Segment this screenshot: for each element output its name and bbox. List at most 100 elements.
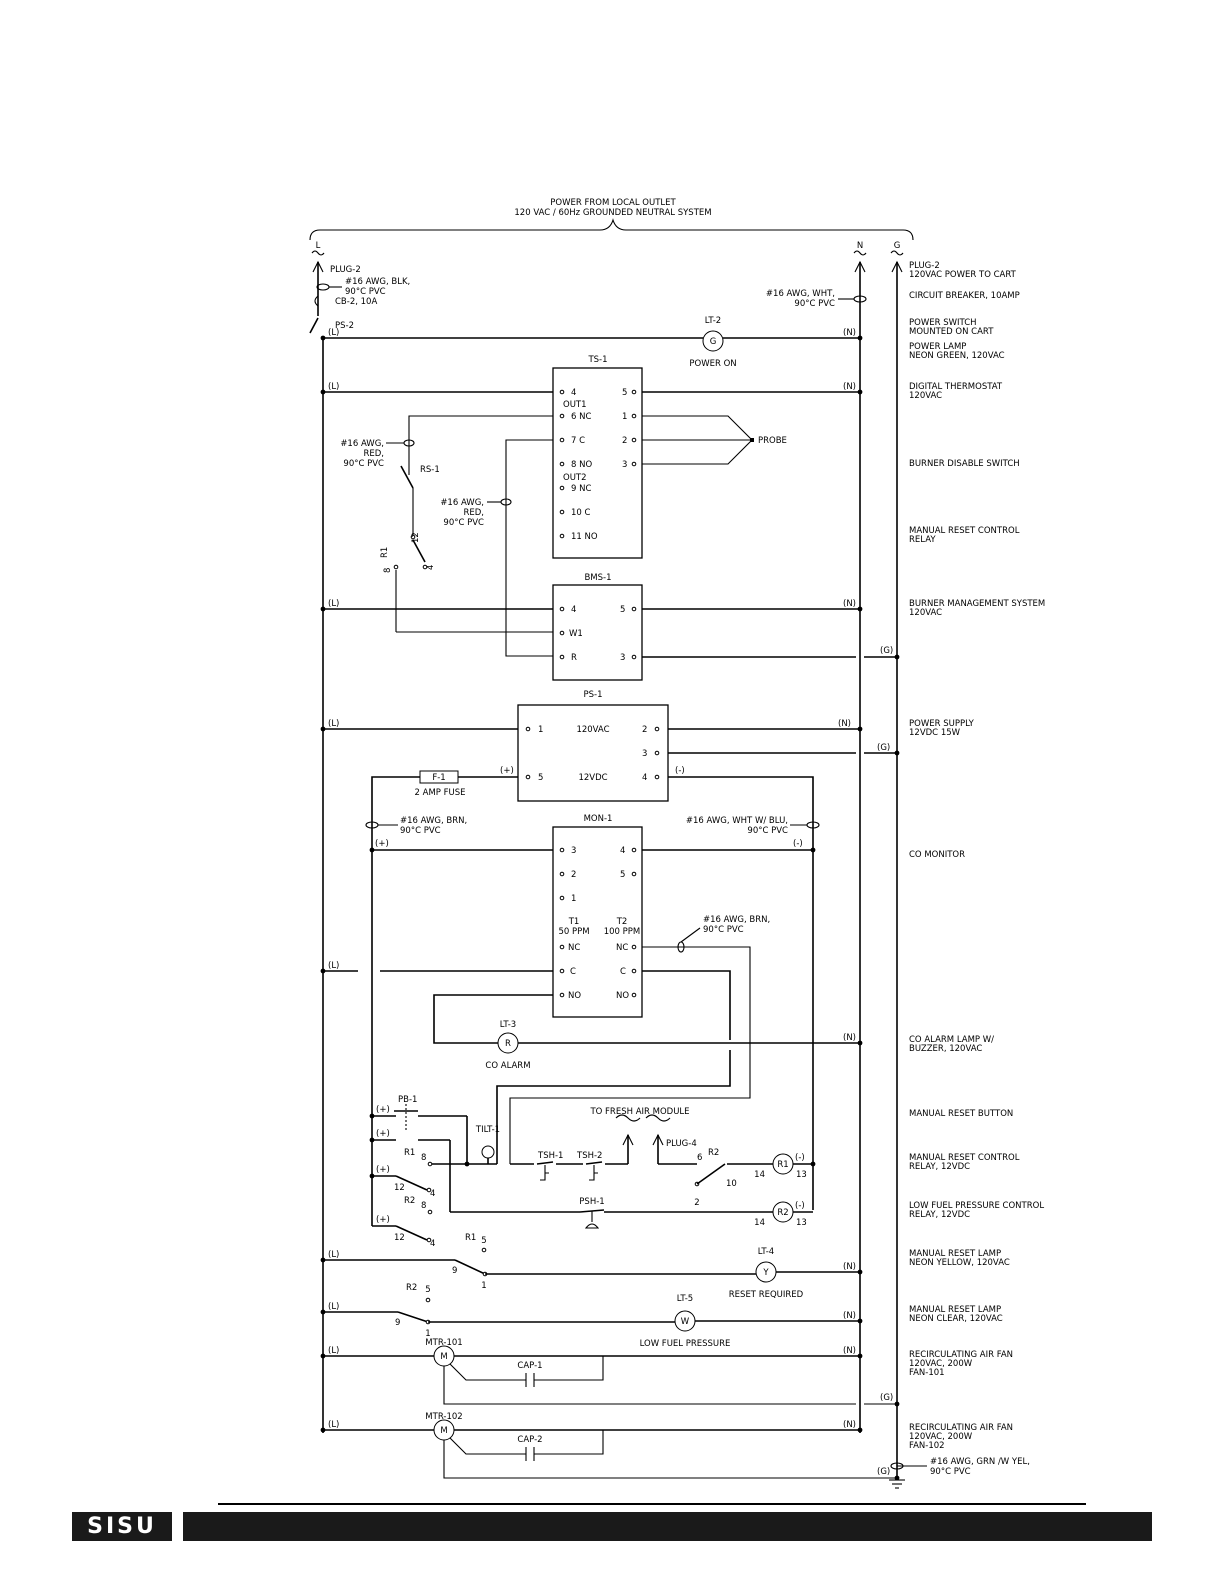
wire-blk-1: #16 AWG, BLK, bbox=[345, 277, 410, 287]
mon-pin-no2: NO bbox=[616, 991, 629, 1001]
ts1-label: TS-1 bbox=[587, 355, 607, 365]
desc-16-0: RECIRCULATING AIR FAN bbox=[909, 1350, 1013, 1360]
marker-plus-2: (+) bbox=[376, 1129, 390, 1139]
marker-l-7: (L) bbox=[328, 1302, 339, 1312]
r2-contact-4: 4 bbox=[430, 1239, 435, 1249]
r2-contact-8: 8 bbox=[421, 1201, 426, 1211]
ts1-pin-1: 1 bbox=[622, 412, 627, 422]
marker-plus-ps: (+) bbox=[500, 766, 514, 776]
r1-lamp-contact-5: 5 bbox=[481, 1236, 486, 1246]
ps1-pin-1: 1 bbox=[538, 725, 543, 735]
wire-red1-2: RED, bbox=[363, 449, 384, 459]
logo-box bbox=[72, 1512, 172, 1541]
cap1-label: CAP-1 bbox=[517, 1361, 542, 1371]
lt4-letter: Y bbox=[762, 1268, 769, 1278]
desc-7-1: 120VAC bbox=[909, 608, 942, 618]
mtr102-m: M bbox=[440, 1426, 447, 1436]
wire-red1-1: #16 AWG, bbox=[340, 439, 384, 449]
footer-rule bbox=[218, 1503, 1086, 1505]
bms-pin-3: 3 bbox=[620, 653, 625, 663]
desc-7-0: BURNER MANAGEMENT SYSTEM bbox=[909, 599, 1045, 609]
bus-l-label: L bbox=[316, 241, 321, 251]
ps1-12vdc: 12VDC bbox=[578, 773, 607, 783]
marker-plus-mon: (+) bbox=[375, 839, 389, 849]
marker-minus-r2: (-) bbox=[795, 1201, 805, 1211]
coil-r1-14: 14 bbox=[754, 1170, 765, 1180]
lt5-letter: W bbox=[681, 1317, 690, 1327]
tilt1-switch bbox=[481, 1145, 495, 1159]
contact-8-top: 8 bbox=[383, 568, 393, 573]
r1-contact-4: 4 bbox=[430, 1189, 435, 1199]
mon-pin-5: 5 bbox=[620, 870, 625, 880]
plug4-label: PLUG-4 bbox=[666, 1139, 697, 1149]
lt5-label: LT-5 bbox=[677, 1294, 693, 1304]
psh1-label: PSH-1 bbox=[579, 1197, 604, 1207]
r2-contact-12: 12 bbox=[394, 1233, 405, 1243]
desc-0-1: 120VAC POWER TO CART bbox=[909, 270, 1017, 280]
wire-blk-2: 90°C PVC bbox=[345, 287, 386, 297]
r1-rotated: R1 bbox=[380, 547, 390, 558]
coil-r2-label: R2 bbox=[777, 1208, 788, 1218]
r2-contact-label-top: R2 bbox=[708, 1148, 719, 1158]
r1-lamp-contact-9: 9 bbox=[452, 1266, 457, 1276]
coil-r1-13: 13 bbox=[796, 1170, 807, 1180]
desc-12-0: MANUAL RESET CONTROL bbox=[909, 1153, 1020, 1163]
desc-3-1: NEON GREEN, 120VAC bbox=[909, 351, 1005, 361]
ts1-box bbox=[552, 367, 643, 559]
marker-n-2: (N) bbox=[843, 382, 856, 392]
mtr101-m: M bbox=[440, 1352, 447, 1362]
mon-pin-no1: NO bbox=[568, 991, 581, 1001]
marker-minus-mon: (-) bbox=[793, 839, 803, 849]
lt2-letter: G bbox=[710, 337, 717, 347]
ps1-pin-4: 4 bbox=[642, 773, 647, 783]
r2-lamp-contact-5: 5 bbox=[425, 1285, 430, 1295]
coil-r2-14: 14 bbox=[754, 1218, 765, 1228]
mon1-label: MON-1 bbox=[584, 814, 613, 824]
mon-pin-3: 3 bbox=[571, 846, 576, 856]
desc-1-0: CIRCUIT BREAKER, 10AMP bbox=[909, 291, 1020, 301]
marker-l-5: (L) bbox=[328, 961, 339, 971]
lt3-letter: R bbox=[505, 1039, 511, 1049]
wire-red2-1: #16 AWG, bbox=[440, 498, 484, 508]
marker-l-3: (L) bbox=[328, 599, 339, 609]
tsh1-label: TSH-1 bbox=[537, 1151, 563, 1161]
desc-13-0: LOW FUEL PRESSURE CONTROL bbox=[909, 1201, 1044, 1211]
ts1-pin-4: 4 bbox=[571, 388, 576, 398]
bms-pin-r: R bbox=[571, 653, 577, 663]
desc-16-2: FAN-101 bbox=[909, 1368, 945, 1378]
wire-red2-3: 90°C PVC bbox=[443, 518, 484, 528]
marker-n-7: (N) bbox=[843, 1311, 856, 1321]
wire-brn-2: 90°C PVC bbox=[400, 826, 441, 836]
marker-g-2: (G) bbox=[877, 743, 890, 753]
marker-n-8: (N) bbox=[843, 1346, 856, 1356]
ts1-pin-8: 8 NO bbox=[571, 460, 592, 470]
ps1-pin-3: 3 bbox=[642, 749, 647, 759]
marker-n-3: (N) bbox=[843, 599, 856, 609]
sisu-logo: SISU bbox=[87, 1514, 157, 1539]
desc-14-1: NEON YELLOW, 120VAC bbox=[909, 1258, 1010, 1268]
bms-pin-4: 4 bbox=[571, 605, 576, 615]
marker-n-1: (N) bbox=[843, 328, 856, 338]
pb1-label: PB-1 bbox=[398, 1095, 417, 1105]
desc-8-1: 12VDC 15W bbox=[909, 728, 961, 738]
marker-l-6: (L) bbox=[328, 1250, 339, 1260]
lt2-lamp bbox=[702, 330, 724, 352]
wire-wht-1: #16 AWG, WHT, bbox=[766, 289, 835, 299]
r1-lamp-contact-label: R1 bbox=[465, 1233, 476, 1243]
coil-r2-13: 13 bbox=[796, 1218, 807, 1228]
fuse-label: 2 AMP FUSE bbox=[415, 788, 466, 798]
ps2-label: PS-2 bbox=[335, 321, 354, 331]
desc-2-1: MOUNTED ON CART bbox=[909, 327, 994, 337]
r2-contact-2: 2 bbox=[694, 1198, 699, 1208]
mon-pin-1: 1 bbox=[571, 894, 576, 904]
desc-8-0: POWER SUPPLY bbox=[909, 719, 975, 729]
marker-minus-r1: (-) bbox=[795, 1153, 805, 1163]
cb2-label: CB-2, 10A bbox=[335, 297, 377, 307]
marker-l-4: (L) bbox=[328, 719, 339, 729]
r1-contact-8: 8 bbox=[421, 1153, 426, 1163]
marker-n-9: (N) bbox=[843, 1420, 856, 1430]
mon-t1-1: T1 bbox=[568, 917, 580, 927]
r2-lamp-contact-9: 9 bbox=[395, 1318, 400, 1328]
mon-pin-nc1: NC bbox=[568, 943, 580, 953]
ps1-label: PS-1 bbox=[584, 690, 603, 700]
